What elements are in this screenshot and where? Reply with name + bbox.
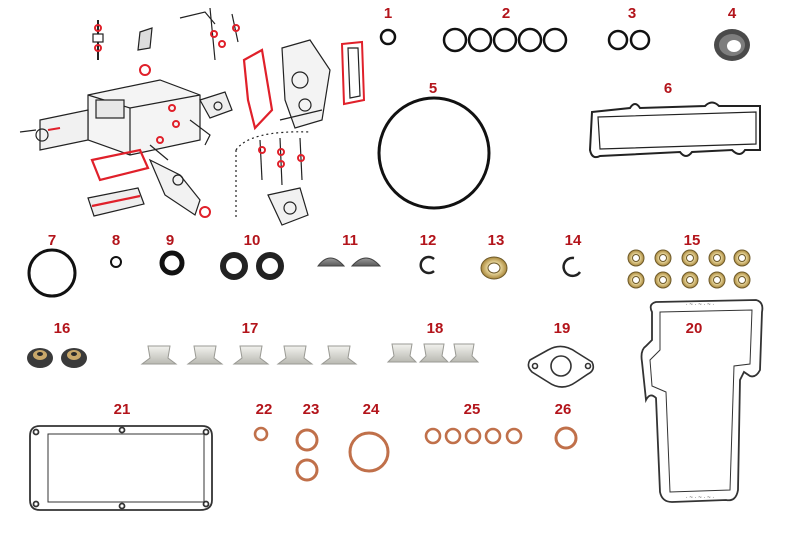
cover-gasket-icon	[588, 101, 761, 159]
o-ring-icon	[379, 28, 397, 46]
part-label-23: 23	[303, 401, 320, 418]
small-o-ring-icon	[110, 256, 122, 268]
pump-cover-gasket-icon	[29, 425, 213, 511]
part-24: 24	[348, 401, 390, 473]
spring-washer-icon	[480, 256, 508, 280]
part-label-6: 6	[664, 80, 672, 97]
flange-gasket-icon	[527, 345, 595, 388]
o-ring-icon	[27, 248, 77, 298]
part-16: 16	[27, 320, 87, 368]
part-8: 8	[110, 232, 122, 268]
circlip-icon	[419, 255, 435, 275]
part-label-16: 16	[54, 320, 71, 337]
part-label-9: 9	[166, 232, 174, 249]
part-label-5: 5	[429, 80, 437, 97]
part-21: 21	[29, 401, 213, 511]
part-25: 25	[424, 401, 523, 445]
svg-text:· ~ · ~ · ~ ·: · ~ · ~ · ~ ·	[686, 302, 715, 308]
part-13: 13	[480, 232, 508, 280]
plastic-bushing-icon	[140, 345, 358, 365]
copper-washer-icon	[253, 426, 269, 442]
valve-seal-icon	[27, 348, 87, 368]
part-label-1: 1	[384, 5, 392, 22]
part-22: 22	[253, 401, 273, 442]
large-o-ring-icon	[377, 96, 491, 210]
part-label-26: 26	[555, 401, 572, 418]
part-label-17: 17	[242, 320, 259, 337]
part-7: 7	[27, 232, 77, 298]
part-10: 10	[220, 232, 284, 280]
part-label-7: 7	[48, 232, 56, 249]
svg-text:· ~ · ~ · ~ ·: · ~ · ~ · ~ ·	[686, 495, 715, 501]
part-label-25: 25	[464, 401, 481, 418]
o-ring-set-icon	[442, 27, 568, 53]
part-20: 20 · ~ · ~ · ~ · · ~ · ~ · ~ ·	[640, 299, 764, 503]
part-2: 2	[442, 5, 568, 53]
shaft-seal-icon	[714, 29, 750, 61]
part-label-10: 10	[244, 232, 261, 249]
part-3: 3	[607, 5, 651, 51]
part-label-3: 3	[628, 5, 636, 22]
part-label-4: 4	[728, 5, 737, 22]
part-label-20: 20	[686, 320, 703, 337]
part-label-18: 18	[427, 320, 444, 337]
o-ring-pair-icon	[607, 29, 651, 51]
part-15: 15	[627, 232, 751, 289]
part-1: 1	[379, 5, 397, 46]
part-label-8: 8	[112, 232, 120, 249]
part-label-14: 14	[565, 232, 582, 249]
large-copper-washer-icon	[348, 431, 390, 473]
part-label-24: 24	[363, 401, 380, 418]
part-17: 17	[140, 320, 358, 365]
part-label-13: 13	[488, 232, 505, 249]
part-12: 12	[419, 232, 437, 275]
woodruff-key-icon	[316, 257, 382, 267]
part-14: 14	[562, 232, 582, 278]
part-11: 11	[316, 232, 382, 267]
copper-washer-icon	[554, 426, 578, 450]
part-6: 6	[588, 80, 761, 159]
part-label-12: 12	[420, 232, 437, 249]
circlip-icon	[562, 256, 582, 278]
part-label-19: 19	[554, 320, 571, 337]
housing-gasket-icon: · ~ · ~ · ~ · · ~ · ~ · ~ ·	[640, 299, 764, 503]
plastic-bushing-icon	[386, 343, 480, 363]
part-9: 9	[159, 232, 185, 276]
part-label-22: 22	[256, 401, 273, 418]
part-26: 26	[554, 401, 578, 450]
copper-washer-set-icon	[424, 427, 523, 445]
part-19: 19	[527, 320, 595, 388]
thick-o-ring-pair-icon	[220, 252, 284, 280]
washer-set-icon	[627, 249, 751, 289]
part-18: 18	[386, 320, 480, 363]
part-label-15: 15	[684, 232, 701, 249]
part-label-2: 2	[502, 5, 510, 22]
part-label-21: 21	[114, 401, 131, 418]
thick-o-ring-icon	[159, 250, 185, 276]
part-4: 4	[714, 5, 750, 61]
part-23: 23	[295, 401, 320, 482]
copper-washer-pair-icon	[295, 428, 319, 482]
part-5: 5	[377, 80, 491, 210]
injection-pump-exploded-view-icon	[19, 7, 366, 226]
part-label-11: 11	[342, 232, 358, 249]
